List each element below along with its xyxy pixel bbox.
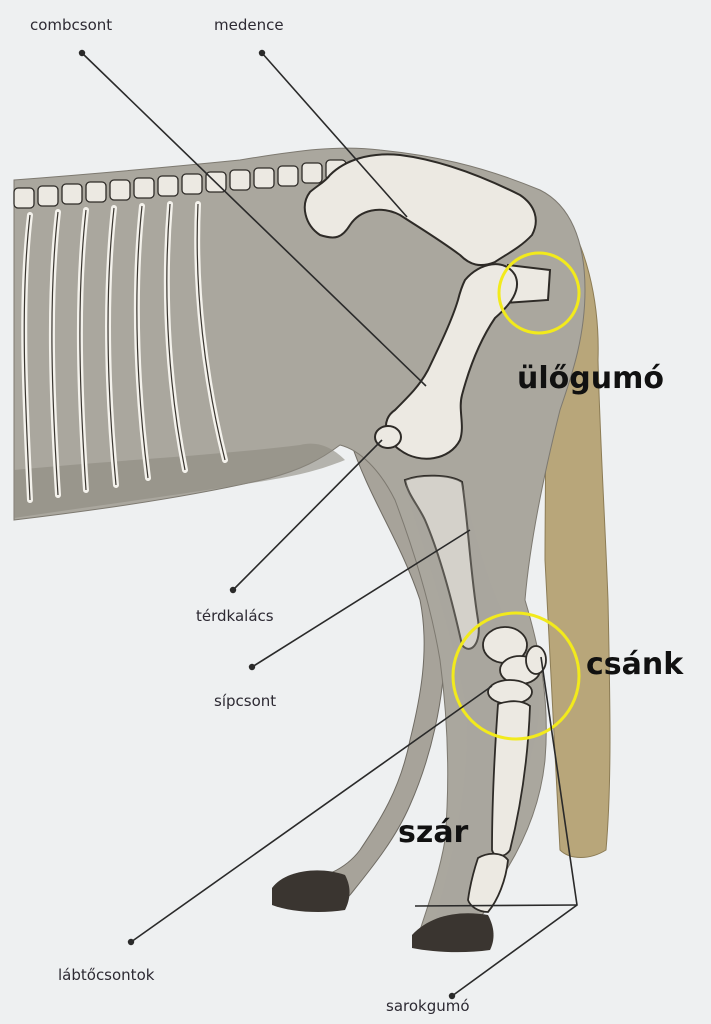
label-labtocsontok: lábtőcsontok [58, 966, 155, 984]
label-terdkalacs: térdkalács [196, 607, 274, 625]
label-medence: medence [214, 16, 284, 34]
label-sarokgumo: sarokgumó [386, 997, 470, 1015]
label-szar: szár [398, 815, 469, 850]
label-ulogumo: ülőgumó [517, 361, 664, 396]
leader-dot [128, 939, 134, 945]
label-csank: csánk [586, 647, 684, 682]
leader-dot [259, 50, 265, 56]
patella-bone [375, 426, 401, 448]
label-combcsont: combcsont [30, 16, 112, 34]
label-sipcsont: sípcsont [214, 692, 276, 710]
leader-dot [79, 50, 85, 56]
leader-dot [249, 664, 255, 670]
leader-dot [230, 587, 236, 593]
